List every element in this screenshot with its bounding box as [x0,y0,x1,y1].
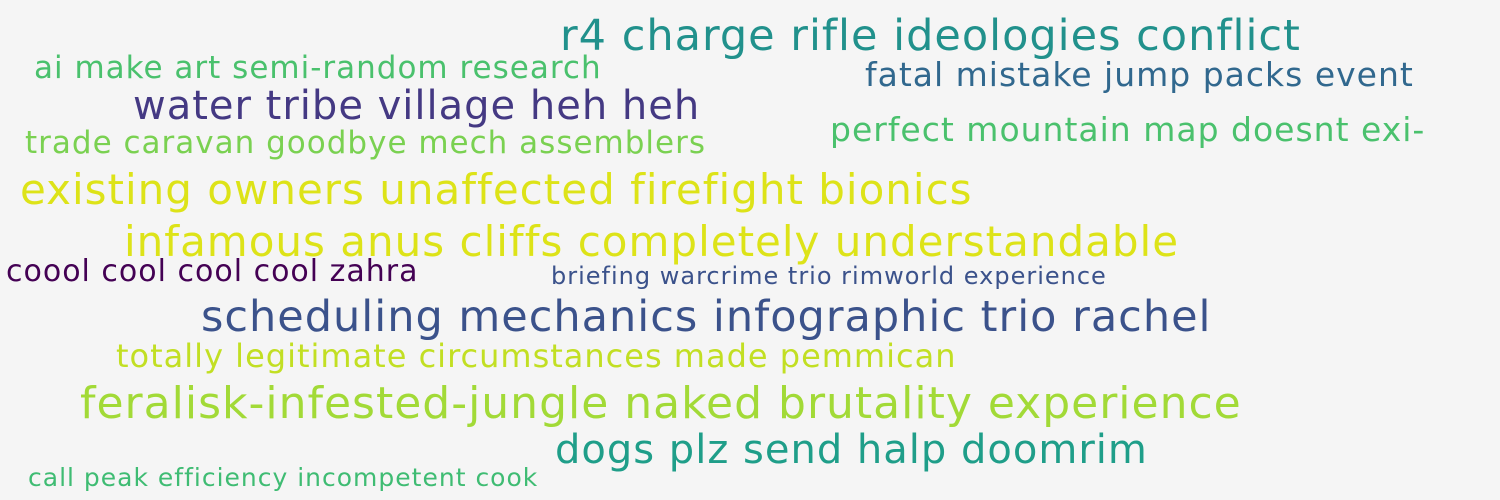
phrase-call-peak-efficiency: call peak efficiency incompetent cook [28,463,539,492]
phrase-existing-owners: existing owners unaffected firefight bio… [20,165,973,214]
phrase-r4-charge-rifle: r4 charge rifle ideologies conflict [560,11,1301,61]
phrase-coool-cool: coool cool cool cool zahra [6,254,419,289]
phrase-water-tribe: water tribe village heh heh [133,83,701,129]
phrase-trade-caravan: trade caravan goodbye mech assemblers [25,125,707,161]
phrase-briefing-warcrime: briefing warcrime trio rimworld experien… [551,262,1107,290]
phrase-totally-legitimate: totally legitimate circumstances made pe… [116,337,957,375]
phrase-feralisk-jungle: feralisk-infested-jungle naked brutality… [80,378,1242,429]
phrase-fatal-mistake: fatal mistake jump packs event [865,55,1414,94]
phrase-scheduling-mechanics: scheduling mechanics infographic trio ra… [201,292,1212,342]
phrase-dogs-plz: dogs plz send halp doomrim [555,427,1148,473]
phrase-perfect-mountain: perfect mountain map doesnt exi- [830,110,1426,149]
phrase-ai-make-art: ai make art semi-random research [34,50,602,86]
phrase-infamous-anus-cliffs: infamous anus cliffs completely understa… [124,217,1180,266]
